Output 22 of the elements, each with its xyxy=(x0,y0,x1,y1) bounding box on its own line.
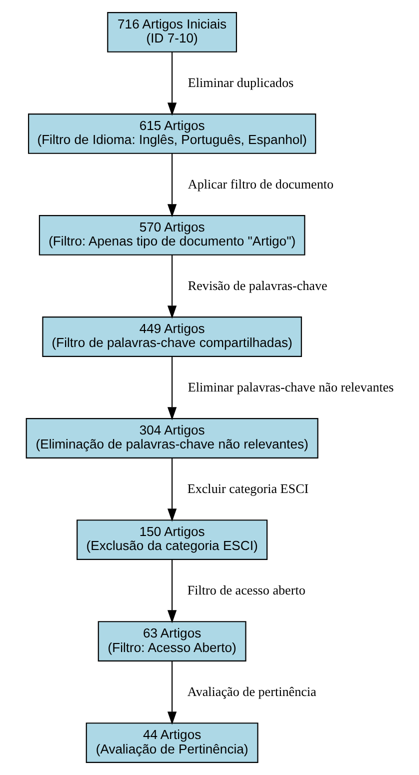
node-box: 63 Artigos (Filtro: Acesso Aberto) xyxy=(97,621,246,662)
node-box: 449 Artigos (Filtro de palavras-chave compartilhadas) xyxy=(42,316,302,357)
arrow xyxy=(166,154,176,218)
node-box: 716 Artigos Iniciais (ID 7-10) xyxy=(106,12,236,52)
node-box: 615 Artigos (Filtro de Idioma: Inglês, Português, Espanhol) xyxy=(28,114,316,154)
arrow xyxy=(166,356,176,420)
edge-label: Avaliação de pertinência xyxy=(186,684,316,699)
edge-label: Eliminar palavras-chave não relevantes xyxy=(187,379,394,394)
edge-label: Revisão de palavras-chave xyxy=(187,278,327,293)
arrow xyxy=(166,458,176,522)
arrow xyxy=(166,560,176,624)
edge-label: Excluir categoria ESCI xyxy=(186,480,308,496)
node-box: 304 Artigos (Eliminação de palavras-chave não relevantes) xyxy=(25,418,318,458)
node-box: 150 Artigos (Exclusão da categoria ESCI) xyxy=(76,520,268,560)
edge-label: Aplicar filtro de documento xyxy=(187,176,334,192)
arrow xyxy=(166,661,176,725)
edge-label: Filtro de acesso aberto xyxy=(186,582,305,598)
node-box: 44 Artigos (Avaliação de Pertinência) xyxy=(85,722,258,763)
edge-label: Eliminar duplicados xyxy=(187,74,294,90)
node-box: 570 Artigos (Filtro: Apenas tipo de documento "Artigo") xyxy=(38,215,305,256)
arrow xyxy=(166,255,176,319)
arrow xyxy=(166,52,176,116)
